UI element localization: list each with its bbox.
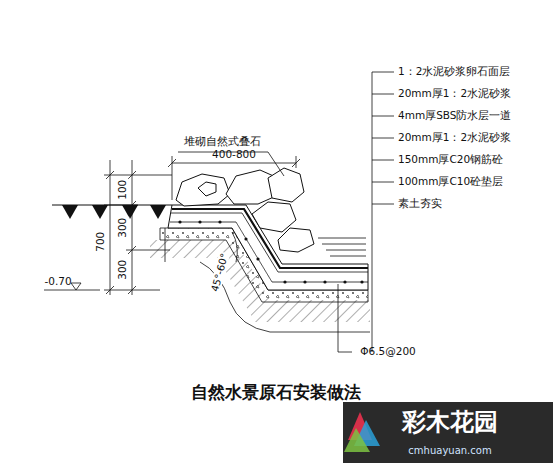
layer-callout: 100mm厚C10砼垫层 <box>398 176 503 188</box>
layer-callout: 素土夯实 <box>398 198 442 210</box>
dimension: 700 <box>95 231 107 253</box>
layer-callout: 1：2水泥砂浆卵石面层 <box>398 66 510 78</box>
drawing-title: 自然水景原石安装做法 <box>191 383 361 402</box>
rock-note: 堆砌自然式叠石 <box>184 136 261 148</box>
watermark: 彩木花园 <box>402 409 498 435</box>
layer-callout: 150mm厚C20钢筋砼 <box>398 154 503 166</box>
elevation: -0.70 <box>44 276 71 288</box>
dimension: 400-800 <box>212 149 256 161</box>
watermark-url: cmhuayuan.com <box>408 445 491 456</box>
dimension: 100 <box>117 179 129 201</box>
dimension: 300 <box>117 259 129 281</box>
layer-callout: 20mm厚1：2水泥砂浆 <box>398 88 511 100</box>
layer-callout: 4mm厚SBS防水层一道 <box>398 110 512 122</box>
rebar-note: Φ6.5@200 <box>360 346 416 358</box>
dimension: 300 <box>117 217 129 239</box>
layer-callout: 20mm厚1：2水泥砂浆 <box>398 132 511 144</box>
